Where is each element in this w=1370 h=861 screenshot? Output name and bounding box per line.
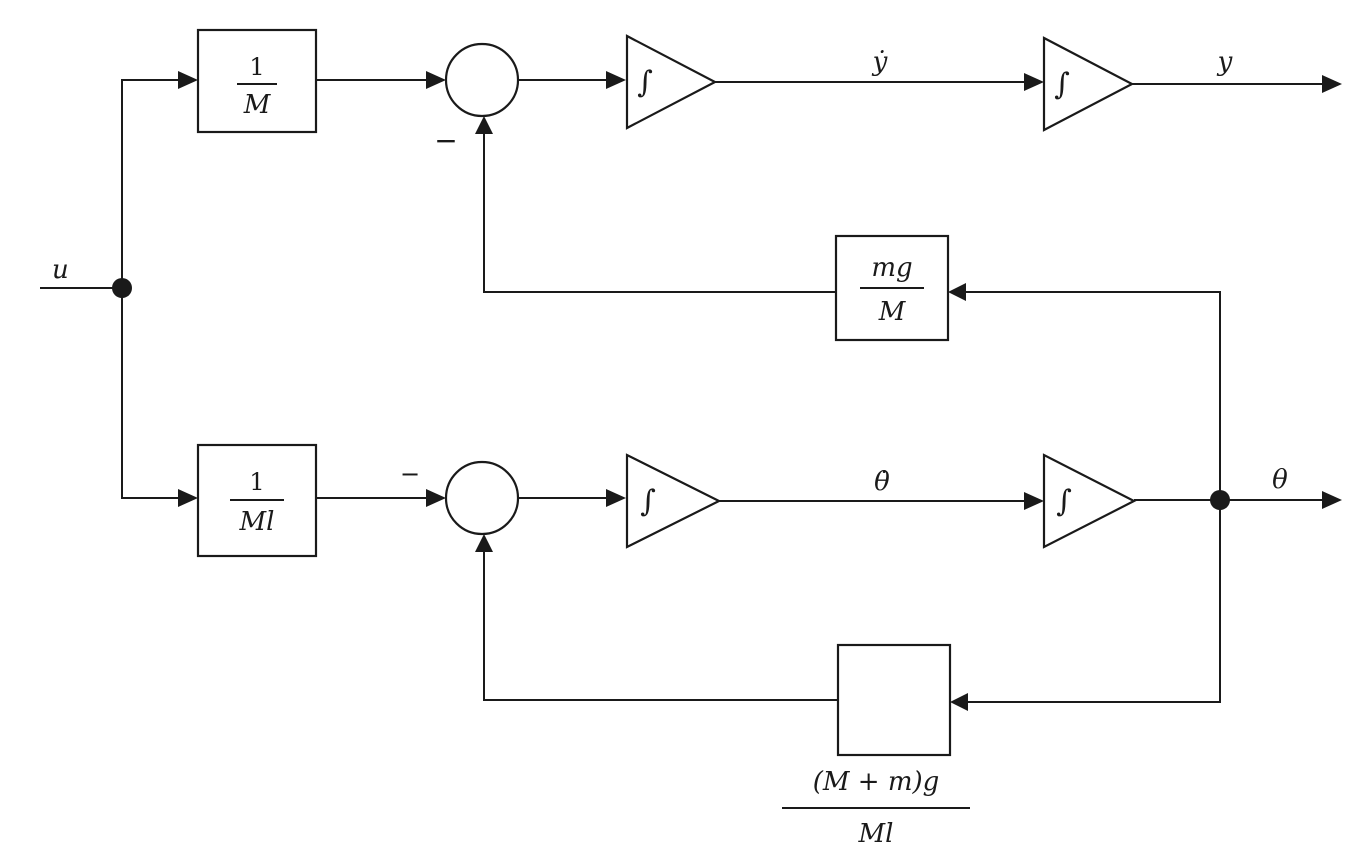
label-theta-dot: θ̇ — [874, 467, 890, 497]
gain-block-bottom-input: 1 Ml — [196, 443, 318, 558]
arrow-into-bottom-sum-bottom — [475, 534, 493, 552]
gain-top-feedback-denominator: M — [878, 297, 907, 327]
integrator-top-1: ∫ — [625, 34, 718, 130]
gain-block-top-input: 1 M — [196, 28, 318, 134]
arrow-to-bottom-integrator-1 — [606, 489, 626, 507]
branch-wires — [121, 79, 184, 499]
arrow-to-top-integrator-2 — [1024, 73, 1044, 91]
gain-block-bottom-feedback — [836, 643, 952, 757]
arrow-to-bottom-sum — [426, 489, 446, 507]
gain-block-top-feedback: mg M — [834, 234, 950, 342]
integrator-top-1-symbol: ∫ — [637, 65, 653, 100]
gain-top-feedback-numerator: mg — [871, 253, 912, 283]
summing-junction-bottom — [444, 460, 520, 536]
arrow-to-top-integrator-1 — [606, 71, 626, 89]
arrow-to-bottom-integrator-2 — [1024, 492, 1044, 510]
wire-theta-to-top-feedback — [962, 291, 1221, 498]
gain-bottom-feedback-label: (M + m)g Ml — [782, 767, 970, 849]
gain-bottom-input-denominator: Ml — [239, 507, 275, 537]
gain-bottom-feedback-numerator: (M + m)g — [813, 767, 940, 797]
gain-top-input-numerator: 1 — [249, 53, 264, 81]
arrow-to-top-input-gain — [178, 71, 198, 89]
integrator-bottom-2-symbol: ∫ — [1056, 484, 1072, 519]
label-theta: θ — [1272, 465, 1288, 495]
integrator-bottom-1-symbol: ∫ — [640, 484, 656, 519]
arrow-output-y — [1322, 75, 1342, 93]
arrow-output-theta — [1322, 491, 1342, 509]
summing-junction-top — [444, 42, 520, 118]
arrow-into-top-sum-bottom — [475, 116, 493, 134]
arrow-to-top-sum — [426, 71, 446, 89]
top-sum-minus-sign: − — [434, 124, 457, 157]
wire-bottom-feedback-to-sum — [483, 552, 838, 701]
integrator-bottom-2: ∫ — [1042, 453, 1137, 549]
wire-theta-to-bottom-feedback — [966, 500, 1221, 703]
gain-top-input-denominator: M — [243, 90, 272, 120]
integrator-top-2-symbol: ∫ — [1054, 67, 1070, 102]
gain-bottom-feedback-denominator: Ml — [858, 819, 894, 849]
wire-top-feedback-to-sum — [483, 132, 836, 293]
input-label-u: u — [52, 255, 69, 285]
arrow-into-bottom-feedback-block — [950, 693, 968, 711]
label-y: y — [1217, 47, 1233, 77]
arrow-to-bottom-input-gain — [178, 489, 198, 507]
label-y-dot: ẏ — [872, 47, 888, 77]
integrator-bottom-1: ∫ — [625, 453, 722, 549]
gain-bottom-input-numerator: 1 — [249, 468, 264, 496]
integrator-top-2: ∫ — [1042, 36, 1135, 132]
bottom-sum-minus-sign: − — [400, 460, 420, 488]
arrow-into-top-feedback-block — [948, 283, 966, 301]
